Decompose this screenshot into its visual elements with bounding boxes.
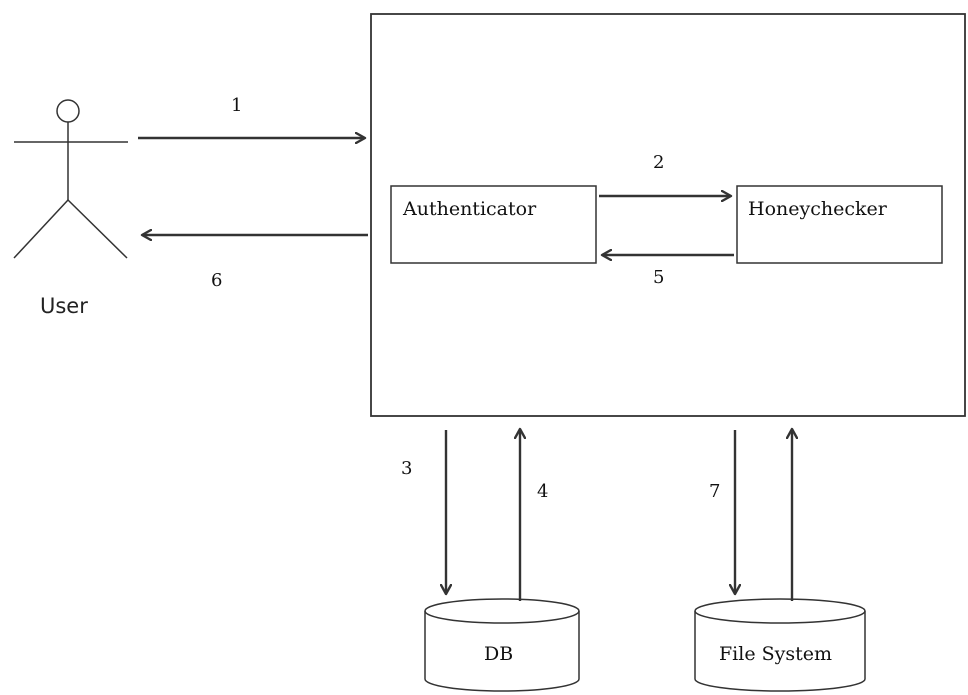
honeychecker-box bbox=[736, 185, 943, 264]
authenticator-box bbox=[390, 185, 597, 264]
db-cylinder-body bbox=[424, 611, 580, 692]
user-head bbox=[56, 99, 80, 123]
honeychecker-label: Honeychecker bbox=[748, 198, 888, 220]
step-3-label: 3 bbox=[401, 458, 412, 479]
user-actor-icon bbox=[13, 99, 128, 259]
db-label: DB bbox=[484, 643, 513, 665]
user-label: User bbox=[40, 294, 88, 318]
authenticator-label: Authenticator bbox=[402, 198, 537, 220]
user-right-leg bbox=[67, 199, 128, 259]
file-system-cylinder-body bbox=[694, 611, 866, 692]
step-7-label: 7 bbox=[709, 481, 720, 502]
file-system-label: File System bbox=[719, 643, 832, 665]
step-6-label: 6 bbox=[211, 270, 222, 291]
step-1-label: 1 bbox=[231, 95, 242, 116]
db-cylinder-top bbox=[424, 598, 580, 624]
step-4-label: 4 bbox=[537, 481, 548, 502]
user-left-leg bbox=[13, 199, 69, 259]
file-system-cylinder-top bbox=[694, 598, 866, 624]
db-cylinder-icon bbox=[424, 598, 580, 692]
step-5-label: 5 bbox=[653, 267, 664, 288]
system-container bbox=[370, 13, 966, 417]
file-system-cylinder-icon bbox=[694, 598, 866, 692]
step-2-label: 2 bbox=[653, 152, 664, 173]
